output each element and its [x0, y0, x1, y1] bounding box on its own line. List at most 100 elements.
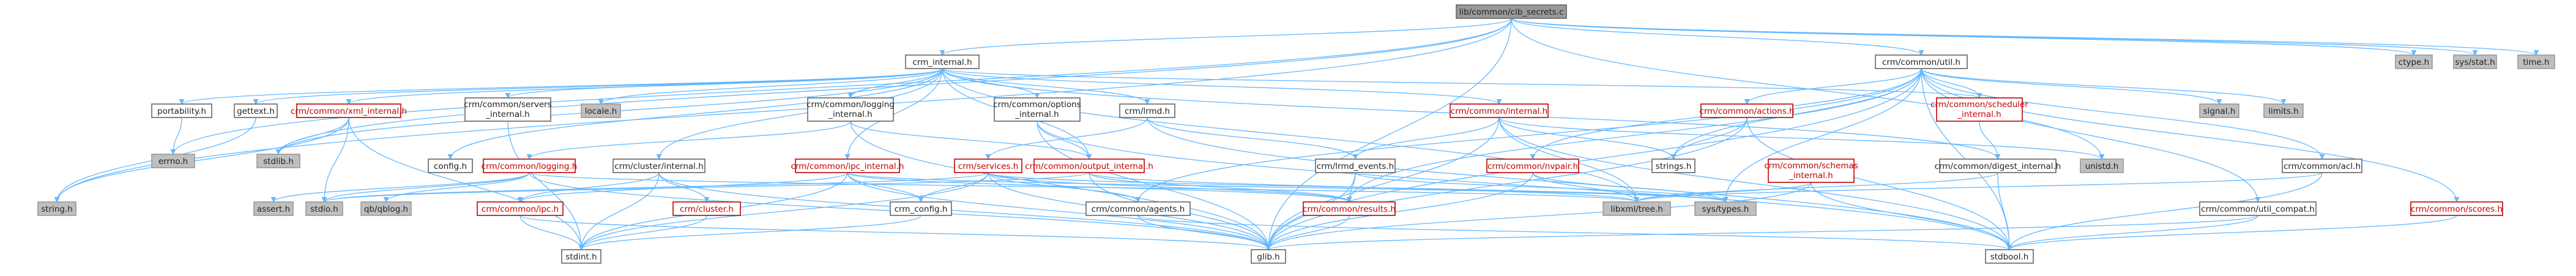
node-strings[interactable]: strings.h — [1651, 159, 1696, 173]
node-label-acl: crm/common/acl.h — [2284, 162, 2361, 171]
node-servers-internal[interactable]: crm/common/servers_internal.h — [464, 97, 552, 122]
node-label-stdlib: stdlib.h — [263, 157, 294, 166]
node-signal: signal.h — [2199, 103, 2239, 118]
node-label-stdbool: stdbool.h — [1990, 252, 2029, 262]
node-label-lrmd-events: crm/lrmd_events.h — [1317, 162, 1394, 171]
node-assert: assert.h — [253, 201, 294, 216]
edge-lrmd-to-lrmd_events — [1147, 117, 1358, 160]
node-crm-internal[interactable]: crm_internal.h — [905, 54, 980, 69]
edge-results-to-glib — [1265, 215, 1350, 250]
node-portability[interactable]: portability.h — [151, 103, 212, 118]
node-logging-internal[interactable]: crm/common/logging_internal.h — [806, 97, 895, 122]
node-xml-internal[interactable]: crm/common/xml_internal.h — [291, 103, 407, 118]
edge-nvpair-to-glib — [1265, 172, 1533, 250]
node-ipc-internal[interactable]: crm/common/ipc_internal.h — [791, 159, 904, 173]
node-actions[interactable]: crm/common/actions.h — [1699, 103, 1795, 118]
node-lrmd-events[interactable]: crm/lrmd_events.h — [1315, 159, 1396, 173]
node-common-internal[interactable]: crm/common/internal.h — [1450, 103, 1549, 118]
node-label-results: crm/common/results.h — [1303, 204, 1396, 214]
edge-nvpair-to-systypes — [1532, 172, 1729, 203]
node-cluster-internal[interactable]: crm/cluster/internal.h — [612, 159, 705, 173]
node-scheduler-internal[interactable]: crm/common/scheduler_internal.h — [1930, 97, 2028, 122]
node-crm-config[interactable]: crm_config.h — [890, 201, 952, 216]
edge-util-to-util_compat — [1921, 68, 2261, 203]
node-label-nvpair: crm/common/nvpair.h — [1487, 162, 1578, 171]
node-label-stdint: stdint.h — [565, 252, 597, 262]
node-label-options-internal-line-2: _internal.h — [1014, 110, 1059, 119]
node-stdint[interactable]: stdint.h — [561, 249, 601, 264]
edge-options_internal-to-glib — [1037, 121, 1271, 250]
edge-util-to-systypes — [1722, 68, 1922, 203]
edge-xml_internal-to-stdlib — [275, 117, 349, 155]
edge-crm_internal-to-locale — [598, 68, 943, 105]
node-label-scores: crm/common/scores.h — [2411, 204, 2503, 214]
node-acl[interactable]: crm/common/acl.h — [2282, 159, 2362, 173]
node-results[interactable]: crm/common/results.h — [1303, 201, 1396, 216]
edge-actions-to-glib — [1265, 117, 1748, 250]
edge-lrmd-to-services — [985, 117, 1148, 160]
node-config[interactable]: config.h — [428, 159, 473, 173]
edge-cluster_internal-to-ipc — [517, 172, 660, 203]
edge-common_internal-to-strings — [1498, 117, 1677, 160]
node-digest-internal[interactable]: crm/common/digest_internal.h — [1935, 159, 2061, 173]
edge-services-to-stdint — [578, 172, 989, 250]
edge-ipc_internal-to-crm_config — [847, 172, 924, 203]
node-label-util-compat: crm/common/util_compat.h — [2201, 204, 2315, 214]
edge-logging-to-assert — [270, 172, 530, 203]
node-label-ipc-internal: crm/common/ipc_internal.h — [791, 162, 904, 171]
node-root[interactable]: lib/common/cib_secrets.c — [1456, 4, 1567, 19]
node-label-config: config.h — [434, 162, 467, 171]
node-label-glib: glib.h — [1257, 252, 1280, 262]
node-label-actions: crm/common/actions.h — [1699, 106, 1794, 116]
edge-root-to-time — [1511, 18, 2539, 56]
node-output-internal[interactable]: crm/common/output_internal.h — [1025, 159, 1153, 173]
node-services[interactable]: crm/services.h — [954, 159, 1022, 173]
node-label-cluster-internal: crm/cluster/internal.h — [614, 162, 704, 171]
node-schemas-internal[interactable]: crm/common/schemas_internal.h — [1764, 159, 1858, 183]
node-label-digest-internal: crm/common/digest_internal.h — [1935, 162, 2061, 171]
node-label-logging-internal-line-1: crm/common/logging — [806, 100, 895, 110]
node-label-signal: signal.h — [2203, 106, 2236, 116]
node-scores[interactable]: crm/common/scores.h — [2410, 201, 2503, 216]
edge-logging_internal-to-logging — [526, 121, 851, 160]
edge-actions-to-stdbool — [1746, 117, 2012, 250]
edge-common_internal-to-lrmd_events — [1352, 117, 1500, 160]
node-util[interactable]: crm/common/util.h — [1875, 54, 1968, 69]
node-stdlib: stdlib.h — [256, 154, 300, 168]
edge-util-to-results — [1346, 68, 1922, 203]
node-options-internal[interactable]: crm/common/options_internal.h — [993, 97, 1081, 122]
edge-crm_internal-to-config — [447, 68, 943, 160]
edge-output_internal-to-results — [1089, 172, 1352, 203]
node-logging[interactable]: crm/common/logging.h — [482, 159, 578, 173]
node-label-stdio: stdio.h — [310, 204, 338, 214]
node-label-agents: crm/common/agents.h — [1092, 204, 1185, 214]
node-label-crm-internal: crm_internal.h — [912, 58, 972, 67]
node-stdbool[interactable]: stdbool.h — [1985, 249, 2034, 264]
node-label-time: time.h — [2523, 58, 2549, 67]
node-errno: errno.h — [151, 154, 195, 168]
edge-crm_internal-to-logging_internal — [847, 68, 943, 99]
node-label-cluster: crm/cluster.h — [680, 204, 734, 214]
edge-util_compat-to-glib — [1265, 215, 2258, 250]
node-cluster[interactable]: crm/cluster.h — [672, 201, 741, 216]
node-label-portability: portability.h — [157, 106, 206, 116]
node-nvpair[interactable]: crm/common/nvpair.h — [1486, 159, 1579, 173]
edge-ipc_internal-to-glib — [847, 172, 1271, 250]
node-label-options-internal-line-1: crm/common/options — [993, 100, 1081, 110]
node-label-unistd: unistd.h — [2085, 162, 2119, 171]
node-label-scheduler-internal-line-2: _internal.h — [1957, 110, 2001, 119]
node-ipc[interactable]: crm/common/ipc.h — [477, 201, 564, 216]
node-gettext[interactable]: gettext.h — [234, 103, 278, 118]
node-label-systypes: sys/types.h — [1702, 204, 1749, 214]
edge-options_internal-to-stdbool — [1037, 121, 2012, 250]
edge-ipc_internal-to-systypes — [847, 172, 1729, 203]
edge-acl-to-libxml — [1634, 172, 2323, 203]
node-agents[interactable]: crm/common/agents.h — [1085, 201, 1191, 216]
node-glib[interactable]: glib.h — [1251, 249, 1286, 264]
edge-crm_internal-to-ipc_internal — [844, 68, 943, 160]
edge-common_internal-to-unistd — [1498, 117, 2105, 160]
node-ctype: ctype.h — [2395, 54, 2433, 69]
node-lrmd[interactable]: crm/lrmd.h — [1119, 103, 1175, 118]
node-util-compat[interactable]: crm/common/util_compat.h — [2199, 201, 2317, 216]
